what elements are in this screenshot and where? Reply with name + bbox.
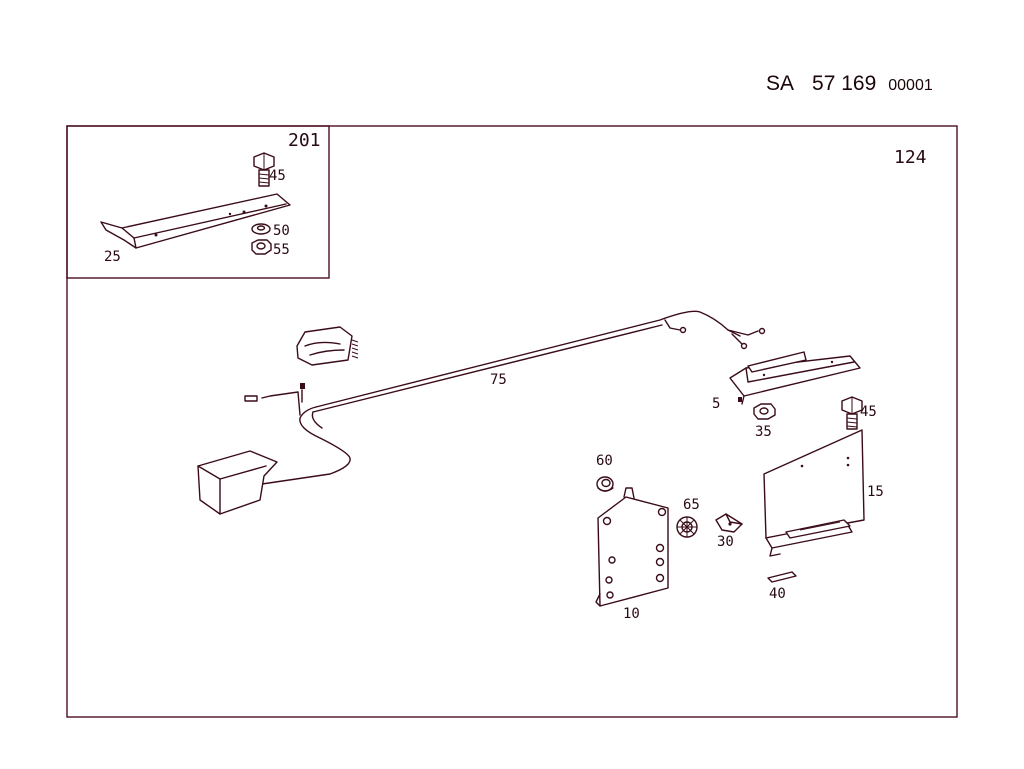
callout-grommet: 65: [683, 497, 700, 513]
main-model-label: 124: [894, 147, 927, 168]
callout-mounting-rail: 5: [712, 396, 720, 412]
inset-callout-bracket: 25: [104, 249, 121, 265]
inset-callout-nut: 55: [273, 242, 290, 258]
inset-callout-bolt: 45: [269, 168, 286, 184]
connector-housing: [296, 326, 359, 366]
callout-spring-clip: 30: [717, 534, 734, 550]
clip-nut: [596, 476, 614, 492]
callout-main-bolt: 45: [860, 404, 877, 420]
callout-clip-nut: 60: [596, 453, 613, 469]
callout-cover-plate: 15: [867, 484, 884, 500]
inset-model-label: 201: [288, 130, 321, 151]
diagram-header: SA 57 169 00001: [766, 72, 933, 96]
strip: [767, 571, 797, 583]
control-box: [197, 450, 278, 515]
callout-strip: 40: [769, 586, 786, 602]
inset-washer: [251, 223, 271, 235]
cover-plate: [763, 429, 865, 557]
base-plate: [595, 487, 669, 607]
inset-bolt: [253, 152, 275, 187]
mounting-rail: [729, 351, 861, 405]
callout-main-nut: 35: [755, 424, 772, 440]
inset-frame: [66, 125, 330, 279]
inset-bracket: [100, 193, 291, 249]
inset-callout-washer: 50: [273, 223, 290, 239]
callout-base-plate: 10: [623, 606, 640, 622]
callout-cable-harness: 75: [490, 372, 507, 388]
inset-nut: [251, 239, 272, 255]
main-bolt: [841, 396, 863, 430]
header-sheet-number: 00001: [888, 77, 933, 94]
header-group-number: 57 169: [812, 72, 877, 95]
main-frame: [66, 125, 958, 718]
header-prefix: SA: [766, 72, 795, 95]
main-nut: [753, 403, 776, 420]
grommet: [676, 516, 698, 538]
cable-harness: [244, 310, 766, 485]
spring-clip: [715, 513, 743, 533]
